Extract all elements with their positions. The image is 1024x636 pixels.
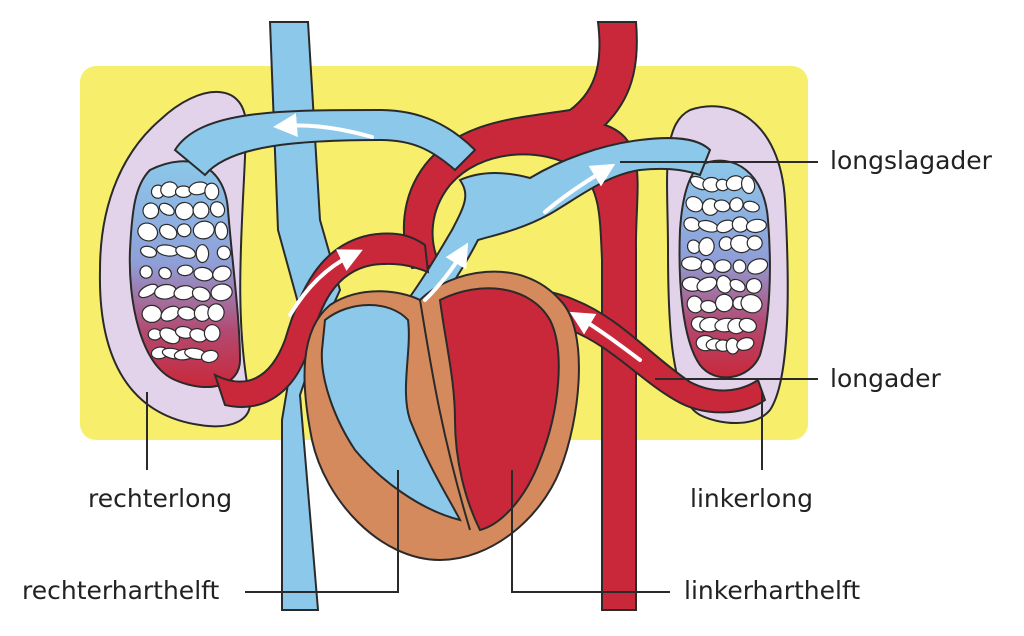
pulmonary-artery-to-right-lung <box>173 108 477 177</box>
capillary-gap <box>209 201 226 218</box>
capillary-gap <box>141 304 163 323</box>
flow-arrow-pulmonary-trunk <box>423 242 469 302</box>
capillary-gap <box>214 221 229 241</box>
capillary-gap <box>158 266 172 280</box>
capillary-gap <box>212 265 232 282</box>
heart <box>303 270 580 562</box>
capillary-gap <box>158 202 175 216</box>
capillary-gap <box>729 197 744 213</box>
flow-arrow-to-right-lung <box>273 113 374 139</box>
capillary-gap <box>138 283 158 299</box>
capillary-gap <box>175 245 197 259</box>
capillary-gap <box>159 223 178 240</box>
capillary-gap <box>195 244 210 264</box>
capillary-gap <box>137 222 159 242</box>
label-linkerharthelft: linkerharthelft <box>684 576 861 605</box>
capillary-gap <box>203 324 221 343</box>
right-lung-capillaries <box>128 160 242 389</box>
capillary-gap <box>700 258 715 275</box>
leader-lines <box>146 161 818 593</box>
capillary-gap <box>192 201 210 220</box>
capillary-gap <box>192 220 215 240</box>
capillary-gap <box>732 259 747 274</box>
capillary-gap <box>159 327 181 345</box>
capillary-gap <box>216 245 232 261</box>
capillary-gap <box>139 245 158 258</box>
capillary-gap <box>698 237 715 257</box>
capillary-gap <box>740 175 756 195</box>
label-longader: longader <box>830 364 941 393</box>
flow-arrow-to-left-lung <box>543 163 616 214</box>
pulmonary-artery <box>398 137 712 322</box>
capillary-gap <box>191 286 211 302</box>
capillary-gap <box>207 303 225 322</box>
capillary-gap <box>745 218 767 234</box>
capillary-gap <box>142 202 160 220</box>
label-rechterharthelft: rechterharthelft <box>22 576 220 605</box>
capillary-gap <box>740 293 763 314</box>
right-heart-chamber <box>320 304 462 522</box>
capillary-gap <box>210 283 233 302</box>
left-heart-chamber <box>438 287 560 532</box>
flow-arrows <box>273 113 642 362</box>
capillary-gap <box>176 264 194 277</box>
capillary-gap <box>747 258 769 275</box>
capillary-gap <box>745 277 763 294</box>
capillary-gap <box>139 265 153 279</box>
capillary-gap <box>686 295 704 314</box>
flow-arrow-from-right-lung <box>288 249 363 317</box>
capillary-gap <box>729 278 746 293</box>
capillary-gap <box>714 259 732 274</box>
flow-arrow-from-left-lung <box>569 311 642 362</box>
capillary-gap <box>714 293 734 313</box>
label-linkerlong: linkerlong <box>690 484 813 513</box>
label-rechterlong: rechterlong <box>88 484 233 513</box>
capillary-gap <box>200 349 219 364</box>
capillary-gap <box>746 235 763 251</box>
capillary-gap <box>681 256 703 272</box>
label-longslagader: longslagader <box>830 146 992 175</box>
leader-rechterharthelft <box>245 470 399 593</box>
capillary-gap <box>736 337 755 351</box>
left-lung-capillaries <box>678 159 771 379</box>
capillary-gap <box>160 181 179 198</box>
capillary-gap <box>738 317 757 333</box>
capillary-gap <box>176 223 192 238</box>
leader-linkerharthelft <box>511 470 670 593</box>
septum <box>419 299 471 531</box>
capillary-gap <box>204 182 220 201</box>
capillary-gap <box>742 200 760 213</box>
